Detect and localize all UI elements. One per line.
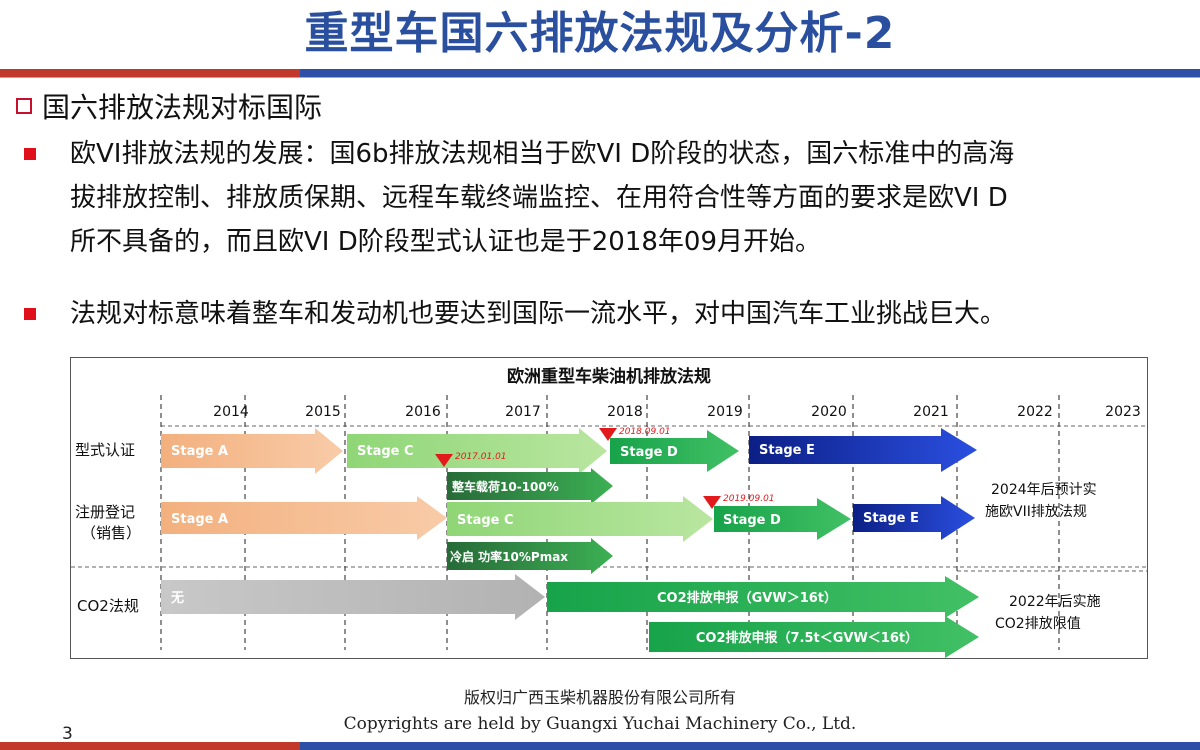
- year-label: 2022: [1017, 404, 1053, 420]
- note-co2-line-1: 2022年后实施: [1009, 594, 1101, 610]
- arrow-label: Stage A: [171, 444, 228, 459]
- page-title: 重型车国六排放法规及分析-2: [304, 8, 896, 59]
- row-label-registration-sub: （销售）: [81, 524, 141, 542]
- arrow-label: Stage E: [863, 511, 919, 526]
- arrow-label: 整车载荷10-100%: [451, 479, 559, 494]
- year-label: 2017: [505, 404, 541, 420]
- arrow-ta-stage-c: [347, 428, 607, 474]
- arrow-reg-stage-d: [714, 498, 851, 540]
- square-bullet-icon: [24, 308, 36, 320]
- year-label: 2020: [811, 404, 847, 420]
- bullet-1-line-2: 拔排放控制、排放质保期、远程车载终端监控、在用符合性等方面的要求是欧VI D: [70, 183, 1008, 213]
- arrow-co2-none: [161, 574, 545, 620]
- square-bullet-icon: [24, 148, 36, 160]
- marker-triangle-icon: [703, 496, 721, 509]
- section-heading: 国六排放法规对标国际: [16, 86, 322, 126]
- copyright-en: Copyrights are held by Guangxi Yuchai Ma…: [343, 714, 857, 734]
- arrow-ta-stage-e: [749, 428, 977, 472]
- arrow-label: 冷启 功率10%Pmax: [450, 549, 568, 564]
- bullet-paragraph-2: 法规对标意味着整车和发动机也要达到国际一流水平，对中国汽车工业挑战巨大。: [70, 292, 1006, 336]
- arrow-co2-declaration-medium: [649, 616, 979, 658]
- arrow-co2-declaration-heavy: [547, 576, 979, 618]
- year-label: 2019: [707, 404, 743, 420]
- year-label: 2021: [913, 404, 949, 420]
- year-label: 2014: [213, 404, 249, 420]
- marker-date: 2018.09.01: [619, 427, 671, 437]
- checkbox-bullet-icon: [16, 98, 32, 114]
- arrow-label: 无: [170, 591, 184, 606]
- row-label-registration: 注册登记: [75, 503, 135, 521]
- footer-divider: [0, 742, 1200, 750]
- year-label: 2015: [305, 404, 341, 420]
- timeline-svg: 欧洲重型车柴油机排放法规 2014 2015 2016 2017 2018 20…: [71, 366, 1147, 658]
- bullet-2-line-1: 法规对标意味着整车和发动机也要达到国际一流水平，对中国汽车工业挑战巨大。: [70, 299, 1007, 329]
- year-label: 2018: [607, 404, 643, 420]
- copyright-cn: 版权归广西玉柴机器股份有限公司所有: [463, 688, 736, 707]
- arrow-ta-stage-a: [161, 428, 343, 474]
- arrow-label: Stage D: [620, 445, 678, 460]
- arrow-label: Stage D: [723, 513, 781, 528]
- arrow-label: Stage C: [457, 513, 514, 528]
- arrow-label: CO2排放申报（7.5t＜GVW＜16t）: [696, 630, 918, 646]
- note-euro7-line-2: 施欧VII排放法规: [985, 504, 1087, 520]
- marker-triangle-icon: [599, 428, 617, 441]
- arrow-cold-start-power: [447, 538, 613, 574]
- arrow-ta-stage-d: [610, 430, 739, 472]
- arrow-reg-stage-a: [161, 496, 447, 540]
- row-label-type-approval: 型式认证: [75, 441, 135, 459]
- row-label-co2: CO2法规: [77, 597, 139, 615]
- arrow-label: Stage A: [171, 512, 228, 527]
- marker-date: 2017.01.01: [455, 452, 507, 462]
- marker-date: 2019.09.01: [723, 494, 775, 504]
- bullet-1-line-1: 欧VI排放法规的发展：国6b排放法规相当于欧VI D阶段的状态，国六标准中的高海: [70, 139, 1015, 169]
- arrow-label: CO2排放申报（GVW＞16t）: [657, 590, 837, 606]
- note-co2-line-2: CO2排放限值: [995, 616, 1081, 632]
- marker-triangle-icon: [435, 454, 453, 467]
- section-heading-text: 国六排放法规对标国际: [42, 91, 323, 124]
- emission-timeline-diagram: 欧洲重型车柴油机排放法规 2014 2015 2016 2017 2018 20…: [70, 357, 1148, 659]
- arrow-reg-stage-c: [447, 496, 713, 542]
- arrow-label: Stage E: [759, 443, 815, 458]
- arrow-reg-stage-e: [853, 496, 975, 540]
- year-label: 2016: [405, 404, 441, 420]
- header-divider: [0, 69, 1200, 78]
- diagram-title: 欧洲重型车柴油机排放法规: [507, 366, 711, 387]
- year-label: 2023: [1105, 404, 1141, 420]
- bullet-1-line-3: 所不具备的，而且欧VI D阶段型式认证也是于2018年09月开始。: [70, 227, 821, 257]
- note-euro7-line-1: 2024年后预计实: [991, 482, 1097, 498]
- arrow-vehicle-load: [447, 468, 613, 504]
- bullet-paragraph-1: 欧VI排放法规的发展：国6b排放法规相当于欧VI D阶段的状态，国六标准中的高海…: [70, 132, 1014, 264]
- page-number: 3: [62, 724, 73, 744]
- arrow-label: Stage C: [357, 444, 414, 459]
